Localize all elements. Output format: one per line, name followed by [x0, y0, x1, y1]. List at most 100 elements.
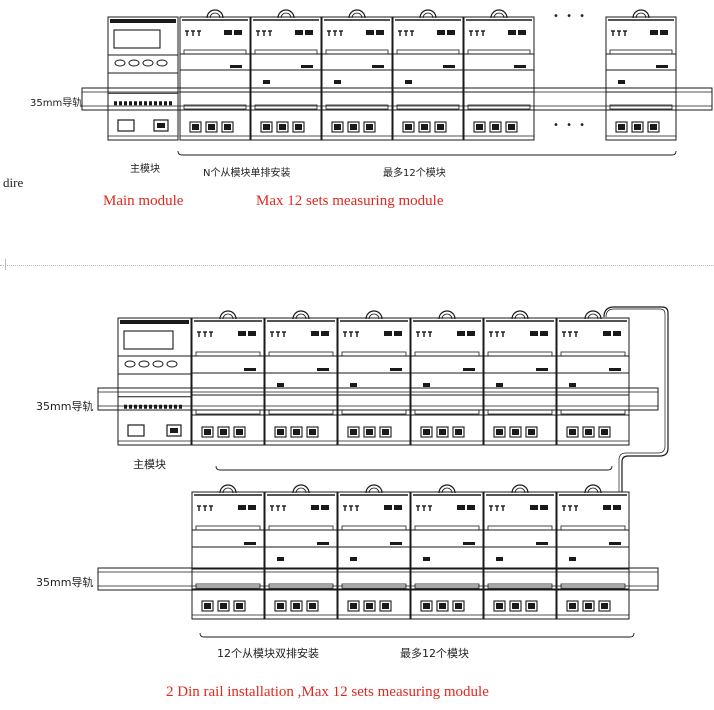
module-body: [605, 16, 677, 141]
bottom-terminal-screw: [220, 429, 227, 435]
module-body: [250, 16, 322, 141]
panel-slot: [609, 104, 673, 110]
panel-slot: [414, 525, 480, 531]
panel-slot: [414, 351, 480, 357]
bottom-terminal-screw: [263, 124, 270, 130]
bottom-terminal-screw: [455, 429, 462, 435]
bottom-terminal: [201, 600, 214, 612]
terminal-block: [305, 30, 313, 35]
panel-indicator: [609, 368, 621, 371]
terminal-block: [311, 331, 319, 336]
bottom-terminal-screw: [192, 124, 199, 130]
connector-ring-inner: [635, 12, 647, 19]
connector-ring-inner: [587, 487, 599, 494]
terminal-marks: [270, 505, 329, 511]
bottom-terminal-screw: [277, 603, 284, 609]
slave-module: [410, 484, 484, 620]
panel-slot: [487, 583, 553, 589]
bottom-terminal-screw: [208, 124, 215, 130]
slave-module: [483, 484, 557, 620]
bottom-terminal-screw: [382, 603, 389, 609]
terminal-block: [394, 505, 402, 510]
terminal-block: [321, 331, 329, 336]
panel-slot: [268, 583, 334, 589]
bottom-terminal-screw: [618, 124, 625, 130]
bottom-terminal-screw: [423, 429, 430, 435]
bottom-terminal: [292, 121, 305, 133]
terminal-pin: [124, 101, 127, 106]
panel-slot: [195, 583, 261, 589]
bottom-terminal-screw: [439, 429, 446, 435]
bottom-module-rows: [117, 306, 669, 620]
bottom-terminal: [452, 600, 465, 612]
main-module-top-strip: [110, 19, 176, 23]
bottom-terminal: [306, 600, 319, 612]
bottom-terminal-screw: [437, 124, 444, 130]
keypad-button: [166, 360, 178, 368]
bottom-rail-label-lower: 35mm导轨: [36, 576, 94, 589]
terminal-pin: [149, 101, 152, 106]
panel-slot: [414, 409, 480, 415]
terminal-block: [457, 505, 465, 510]
panel-slot: [268, 351, 334, 357]
connector-ring-inner: [295, 487, 307, 494]
module-body: [264, 317, 338, 446]
slave-module: [337, 484, 411, 620]
bottom-terminal: [379, 600, 392, 612]
bottom-terminal: [201, 426, 214, 438]
bottom-terminal: [615, 121, 628, 133]
bottom-terminal-screw: [295, 124, 302, 130]
terminal-marks: [270, 331, 329, 337]
bottom-terminal-screw: [204, 429, 211, 435]
bottom-terminal-screw: [496, 429, 503, 435]
terminal-pin: [139, 404, 142, 409]
terminal-pin: [164, 101, 167, 106]
terminal-marks: [197, 331, 256, 337]
slave-module: [191, 484, 265, 620]
connector-ring: [292, 310, 310, 320]
terminal-pin: [159, 101, 162, 106]
terminal-pin: [144, 404, 147, 409]
slave-module: [463, 9, 535, 141]
bottom-terminal: [379, 426, 392, 438]
comm-port: [127, 424, 145, 437]
terminal-pin: [154, 404, 157, 409]
slave-module: [321, 9, 393, 141]
connector-ring: [438, 484, 456, 494]
main-module: [107, 16, 179, 141]
connector-ring: [511, 484, 529, 494]
panel-slot: [560, 351, 626, 357]
terminal-block: [248, 505, 256, 510]
bottom-terminal-screw: [366, 124, 373, 130]
panel-slot: [268, 409, 334, 415]
terminal-pin: [129, 404, 132, 409]
side-text: dire: [3, 175, 24, 190]
bottom-terminal: [233, 600, 246, 612]
module-body: [337, 491, 411, 620]
panel-slot: [609, 49, 673, 55]
terminal-pin: [164, 404, 167, 409]
connector-ring: [292, 484, 310, 494]
status-led: [277, 383, 284, 387]
bottom-terminal-screw: [350, 124, 357, 130]
module-body: [337, 317, 411, 446]
panel-slot: [487, 409, 553, 415]
terminal-block: [508, 30, 516, 35]
terminal-block: [224, 30, 232, 35]
bottom-terminal-screw: [405, 124, 412, 130]
panel-slot: [325, 49, 389, 55]
terminal-pin: [124, 404, 127, 409]
status-led: [350, 557, 357, 561]
connector-ring-inner: [587, 313, 599, 320]
keypad-button: [128, 59, 140, 67]
terminal-pin: [169, 404, 172, 409]
slave-module: [410, 310, 484, 446]
connector-ring: [584, 484, 602, 494]
bottom-terminal: [582, 426, 595, 438]
bottom-terminal-screw: [309, 429, 316, 435]
terminal-marks: [611, 30, 668, 36]
top-module-row: [107, 9, 677, 141]
top-ellipsis-upper: • • •: [553, 11, 588, 22]
panel-slot: [341, 409, 407, 415]
bottom-terminal: [290, 426, 303, 438]
